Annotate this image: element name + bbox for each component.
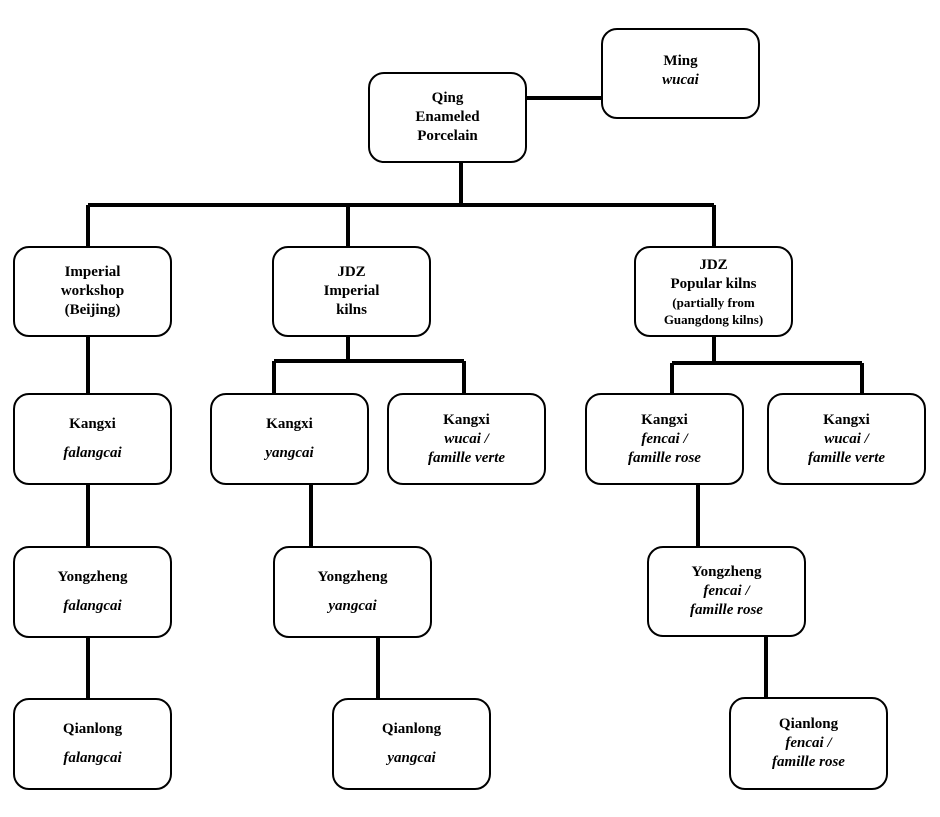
node-title: Qianlong <box>778 716 839 732</box>
ji-kangxi-yangcai-node: Kangxi yangcai <box>210 393 369 485</box>
node-subtitle: yangcai <box>328 598 377 614</box>
node-subtitle-1: fencai / <box>703 583 750 599</box>
node-line-3: (partially from <box>672 294 755 310</box>
node-title: Yongzheng <box>317 569 388 585</box>
node-subtitle-1: wucai / <box>824 430 869 447</box>
node-line-3: (Beijing) <box>64 302 121 318</box>
node-line-4: Guangdong kilns) <box>663 311 764 327</box>
node-subtitle-2: famille verte <box>427 449 506 466</box>
node-title: Kangxi <box>823 411 870 428</box>
node-subtitle-2: famille rose <box>690 602 763 618</box>
node-line-2: Popular kilns <box>670 275 757 292</box>
ji-kangxi-wucai-node: Kangxi wucai / famille verte <box>387 393 546 485</box>
node-line-3: Porcelain <box>417 128 478 144</box>
node-line-3: kilns <box>336 302 367 318</box>
node-title: Qianlong <box>381 721 442 737</box>
qing-enameled-porcelain-node: Qing Enameled Porcelain <box>368 72 527 163</box>
node-line-2: Imperial <box>323 283 380 299</box>
node-title: Kangxi <box>266 416 313 432</box>
ji-qianlong-yangcai-node: Qianlong yangcai <box>332 698 491 790</box>
node-subtitle-2: famille rose <box>772 754 845 770</box>
jp-kangxi-fencai-node: Kangxi fencai / famille rose <box>585 393 744 485</box>
imperial-workshop-node: Imperial workshop (Beijing) <box>13 246 172 337</box>
ji-yongzheng-yangcai-node: Yongzheng yangcai <box>273 546 432 638</box>
node-title: Kangxi <box>69 416 116 432</box>
node-title: Yongzheng <box>691 564 762 580</box>
node-title: Qianlong <box>62 721 123 737</box>
node-subtitle: falangcai <box>63 445 122 461</box>
node-subtitle-2: famille verte <box>807 449 886 466</box>
node-line-1: JDZ <box>699 256 728 273</box>
jp-kangxi-wucai-node: Kangxi wucai / famille verte <box>767 393 926 485</box>
ming-node: Ming wucai <box>601 28 760 119</box>
node-line-2: workshop <box>60 283 125 299</box>
node-title: Kangxi <box>443 411 490 428</box>
node-line-2: Enameled <box>415 109 480 125</box>
node-title: Ming <box>663 53 698 69</box>
node-title: Yongzheng <box>57 569 128 585</box>
node-subtitle: falangcai <box>63 598 122 614</box>
node-subtitle: falangcai <box>63 750 122 766</box>
node-subtitle: yangcai <box>387 750 436 766</box>
node-title: Kangxi <box>641 411 688 428</box>
node-subtitle-1: wucai / <box>444 430 489 447</box>
jp-yongzheng-fencai-node: Yongzheng fencai / famille rose <box>647 546 806 637</box>
iw-qianlong-falangcai-node: Qianlong falangcai <box>13 698 172 790</box>
node-subtitle-2: famille rose <box>628 449 701 466</box>
iw-kangxi-falangcai-node: Kangxi falangcai <box>13 393 172 485</box>
node-subtitle: yangcai <box>265 445 314 461</box>
jdz-popular-kilns-node: JDZ Popular kilns (partially from Guangd… <box>634 246 793 337</box>
node-line-1: JDZ <box>337 264 366 280</box>
node-subtitle-1: fencai / <box>641 430 688 447</box>
node-subtitle-1: fencai / <box>785 735 832 751</box>
jdz-imperial-kilns-node: JDZ Imperial kilns <box>272 246 431 337</box>
iw-yongzheng-falangcai-node: Yongzheng falangcai <box>13 546 172 638</box>
node-subtitle: wucai <box>662 72 699 88</box>
jp-qianlong-fencai-node: Qianlong fencai / famille rose <box>729 697 888 790</box>
node-line-1: Qing <box>431 90 464 106</box>
node-line-1: Imperial <box>64 264 121 280</box>
